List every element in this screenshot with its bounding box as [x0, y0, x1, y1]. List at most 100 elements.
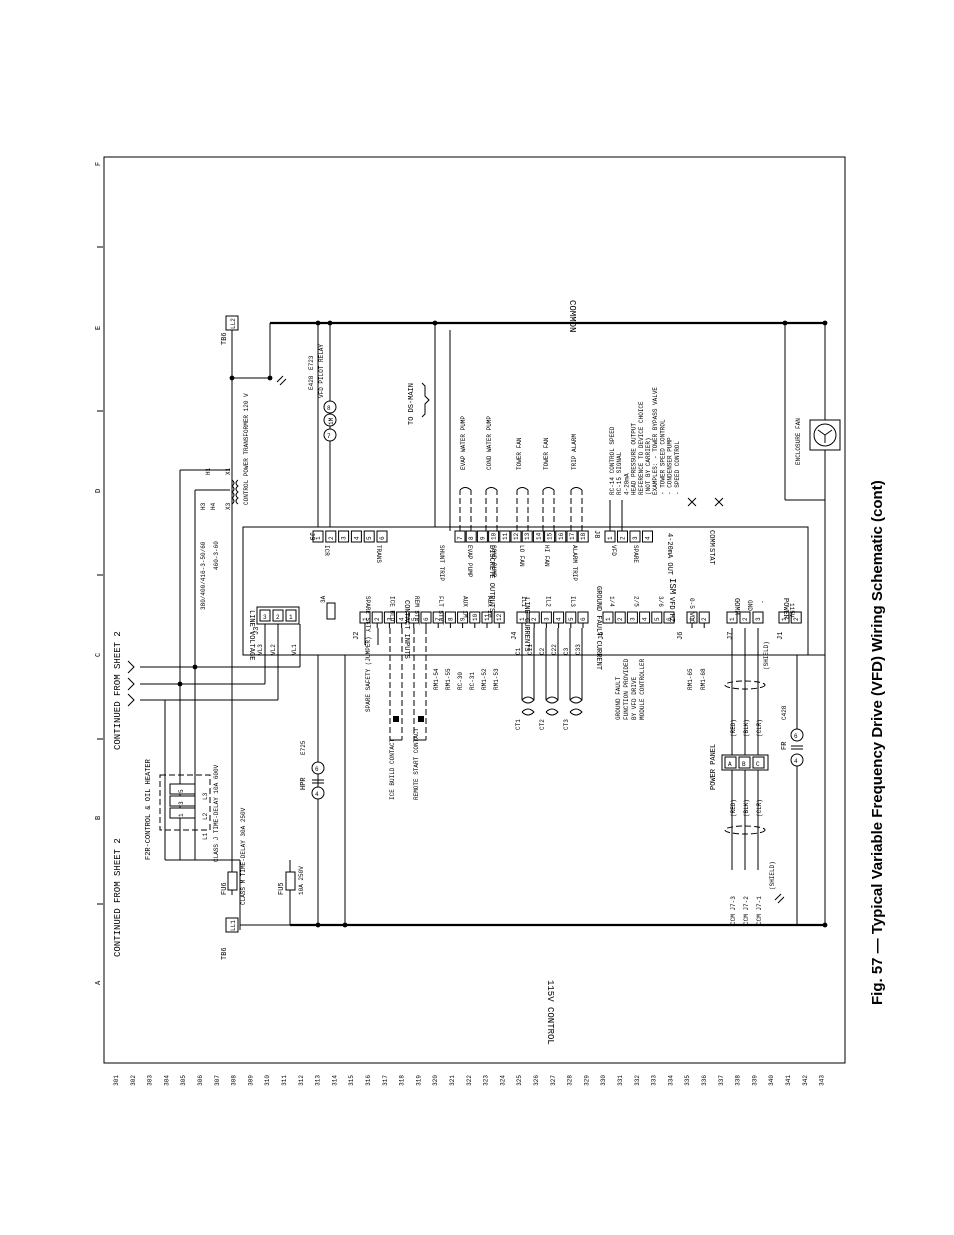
row-number: 320: [432, 1075, 439, 1086]
contact-input-pin-label: 5: [411, 617, 418, 621]
f2r-breaker: 1 3 5 L1 L2 L3 F2R-CONTROL & OIL HEATER …: [145, 758, 220, 862]
pilot-e428: E428: [308, 375, 315, 390]
f2r-fuse-2: [169, 795, 196, 807]
power-pin: [778, 611, 790, 624]
analog-out-pin-label: 1: [607, 536, 614, 540]
power-pin-label: 2: [793, 617, 800, 621]
discrete-output-b-pin-label: 14: [535, 532, 542, 540]
wire-rm1-55: RM1-55: [445, 668, 452, 690]
ground-symbol-bottom: [774, 893, 785, 904]
ct-wire-label: C11: [527, 644, 534, 655]
ism-comm-label: COMM: [707, 530, 715, 547]
load-tower-fan-hi: TOWER FAN: [543, 437, 550, 470]
load-tower-fan-lo: TOWER FAN: [516, 437, 523, 470]
svg-text:FUNCTION PROVIDED: FUNCTION PROVIDED: [623, 658, 630, 720]
f2r-pole-l2: L2: [202, 812, 209, 820]
vfd-hz-pin-label: 2: [701, 617, 708, 621]
ground-fault-pin-label: 2: [617, 617, 624, 621]
discrete-output-group: ICR: [323, 545, 330, 556]
row-number: 336: [701, 1075, 708, 1086]
contact-inputs-header: CONTACT INPUTS: [402, 600, 410, 659]
contact-input-pin-label: 1: [362, 617, 369, 621]
discrete-output-b-pin-label: 7: [457, 536, 464, 540]
row-number: 310: [264, 1075, 271, 1086]
pilot-term-7: 7: [327, 433, 331, 440]
tb6-ll1-terminal: [225, 917, 239, 933]
ct-wire-label: C22: [551, 644, 558, 655]
load-trip-alarm: TRIP ALARM: [571, 434, 578, 470]
analog-out-group: SPARE: [632, 545, 639, 563]
row-number: 306: [197, 1075, 204, 1086]
ground-fault-note: GROUND FAULT FUNCTION PROVIDED BY VFD DR…: [615, 658, 646, 720]
contact-input-group: SPARE SFTY: [364, 596, 371, 632]
discrete-outputs-conn-j9: J9: [307, 532, 315, 540]
transformer-label: CONTROL POWER TRANSFORMER 120 V: [243, 393, 250, 505]
analog-out-pin-label: 3: [632, 536, 639, 540]
pilot-e723: E723: [308, 355, 315, 370]
row-number: 337: [718, 1075, 725, 1086]
row-number: 335: [684, 1075, 691, 1086]
row-number: 328: [567, 1075, 574, 1086]
analog-out-pin: [642, 530, 653, 543]
row-number: 308: [231, 1075, 238, 1086]
fuse-3a-label: 3A: [320, 595, 327, 603]
ground-symbol-top: [276, 375, 287, 386]
ground-fault-pin: [639, 611, 651, 624]
ccm-j7-2: CCM J7-2: [743, 896, 750, 925]
zone-letter-f: F: [95, 162, 103, 166]
contact-input-pin-label: 4: [399, 617, 406, 621]
comm-conn: J7: [727, 632, 735, 640]
row-number: 311: [281, 1075, 288, 1086]
comm-pin-label: 2: [742, 617, 749, 621]
contact-input-group: REM STRT: [413, 596, 420, 625]
discrete-output-group: EVAP PUMP: [466, 545, 473, 578]
discrete-output-b-pin: [566, 530, 578, 543]
comm-pin-label: 3: [755, 617, 762, 621]
comm-color-red-2: (RED): [730, 799, 737, 817]
row-number: 317: [382, 1075, 389, 1086]
line-current-pin-label: 2: [531, 617, 538, 621]
contact-input-pin-label: 11: [484, 613, 491, 621]
zone-letter-e: E: [95, 326, 103, 330]
row-number: 332: [634, 1075, 641, 1086]
panel-term-a: A: [728, 761, 732, 768]
ground-fault-pin-label: 5: [654, 617, 661, 621]
wire-spare-safety: SPARE SAFETY (JUMPER): [365, 636, 372, 712]
row-number: 318: [399, 1075, 406, 1086]
ground-fault-pin-label: 3: [629, 617, 636, 621]
fuse-3a: [326, 602, 336, 620]
row-number: 343: [819, 1075, 826, 1086]
discrete-output-group: HI FAN: [543, 545, 550, 567]
row-number: 305: [180, 1075, 187, 1086]
contact-input-group: FLT STRT: [437, 596, 444, 625]
ground-fault-pin-label: 1: [605, 617, 612, 621]
f2r-enclosure: [159, 774, 211, 831]
discrete-output-group: LO FAN: [518, 545, 525, 567]
comm-pin: [726, 611, 738, 624]
row-number: 316: [365, 1075, 372, 1086]
f2r-term-3: 3: [178, 801, 185, 805]
panel-term-b: B: [742, 761, 746, 768]
row-number: 303: [147, 1075, 154, 1086]
f2r-label: F2R-CONTROL & OIL HEATER: [145, 758, 153, 860]
contact-input-pin-label: 9: [460, 617, 467, 621]
analog-note: - SPEED CONTROL: [674, 441, 681, 495]
analog-out-pin: [629, 530, 641, 543]
discrete-output-group: SHUNT TRIP: [438, 545, 445, 581]
row-number: 314: [331, 1075, 338, 1086]
discrete-output-b-pin: [544, 530, 556, 543]
pilot-coil-1m: 1M: [328, 417, 335, 425]
discrete-output-b-pin-label: 13: [524, 532, 531, 540]
row-number: 325: [516, 1075, 523, 1086]
contact-input-pin-label: 10: [472, 613, 479, 621]
wire-remote-start: REMOTE START CONTACT: [413, 728, 420, 800]
ct-wire-label: C3: [563, 647, 570, 655]
discrete-output-group: TRANS: [375, 545, 382, 563]
ct-wire-label: C2: [539, 647, 546, 655]
hpr-label: HPR: [300, 777, 308, 790]
contact-input-devices: [364, 628, 427, 741]
discrete-output-b-pin: [532, 530, 544, 543]
comm-wiring: A B C POWER PANEL (RED) (BLK) (CLR) (RED…: [710, 628, 785, 925]
svg-text:BY VFD DRIVE: BY VFD DRIVE: [631, 676, 638, 720]
